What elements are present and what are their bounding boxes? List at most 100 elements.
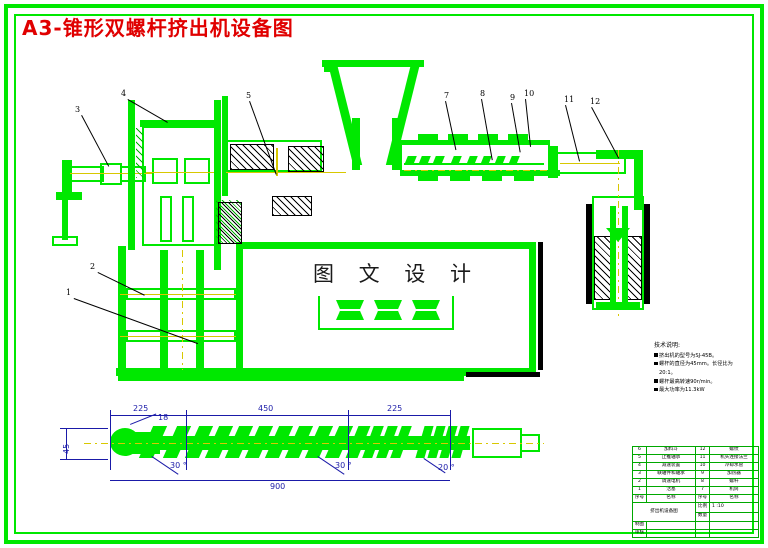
- heater-band-3: [478, 134, 498, 143]
- gear-shaft-lower: [160, 196, 172, 242]
- callout-7: 7: [444, 91, 450, 100]
- part-name-left: 活塞: [646, 486, 696, 495]
- dim-dia-top: [60, 428, 108, 429]
- angle-2: 30 °: [335, 461, 352, 470]
- part-no-left: 2: [632, 478, 647, 487]
- dim-900-total: 900: [270, 482, 286, 491]
- hopper-neck-left: [352, 118, 360, 170]
- barrel-axis-line: [226, 172, 346, 173]
- header-name-right: 名称: [709, 494, 759, 503]
- dim-dia-line: [66, 428, 67, 460]
- frame-corner-hatch-2: [218, 202, 242, 244]
- dim-ext-left: [110, 410, 111, 470]
- parts-row: 2 调速电机 8 螺杆: [632, 478, 759, 487]
- die-elbow-right: [634, 150, 643, 210]
- dim-dia-bot: [60, 459, 108, 460]
- motor-foot: [52, 236, 78, 246]
- die-pipe-centerline: [560, 163, 620, 164]
- motor-base: [56, 192, 82, 200]
- watermark-block-2b: [374, 311, 402, 320]
- base-column-mid2: [196, 250, 204, 370]
- watermark-text: 图 文 设 计: [313, 262, 481, 286]
- dim-225-right: 225: [387, 404, 403, 413]
- gearbox-housing: [142, 126, 216, 246]
- part-no-right: 11: [695, 454, 710, 463]
- screw-root-line: [404, 163, 544, 165]
- gearbox-wall-hatch: [136, 128, 143, 178]
- dim-line-450: [187, 415, 348, 416]
- barrel-end-flange: [548, 146, 558, 178]
- callout-11: 11: [564, 95, 575, 104]
- feed-throat-hatch-right: [288, 146, 324, 172]
- angle-1: 30 °: [170, 461, 187, 470]
- frame-base-plate: [118, 376, 464, 381]
- frame-left-post: [236, 242, 243, 372]
- heater-band-6: [450, 173, 470, 181]
- die-elbow-top: [596, 150, 642, 159]
- part-name-left: 加料斗: [646, 446, 696, 455]
- drawing-name-row: 挤出机设备图 比例 1 :10: [632, 502, 759, 522]
- part-no-right: 8: [695, 478, 710, 487]
- base-centerline: [182, 250, 183, 370]
- part-name-right: 加热器: [709, 470, 759, 479]
- signature-row: 制图: [632, 521, 759, 530]
- tech-note-item: 螺杆的直径为45mm。长径比为20:1。: [654, 360, 746, 377]
- barrel-shell-top: [400, 140, 550, 145]
- tech-note-item: 最大功率为11.3kW: [654, 386, 746, 395]
- motor-body: [62, 160, 72, 194]
- header-no-right: 序号: [695, 494, 710, 503]
- header-name-left: 名称: [646, 494, 696, 503]
- drive-centerline-left: [70, 173, 152, 174]
- heater-band-8: [514, 173, 534, 181]
- base-column-left: [118, 246, 126, 370]
- parts-row: 3 联轴件和轴承 9 加热器: [632, 470, 759, 479]
- die-head-outer-left: [586, 204, 592, 304]
- signature-cell-a: [695, 521, 710, 530]
- base-hline-2: [120, 336, 236, 337]
- part-no-left: 3: [632, 470, 647, 479]
- dim-ext-mid1: [186, 410, 187, 470]
- callout-1: 1: [66, 288, 72, 297]
- dim-ext-right: [450, 410, 451, 470]
- scale-value: 1 :10: [709, 502, 759, 513]
- gearbox-bearing-bore-2: [184, 158, 210, 184]
- callout-12: 12: [590, 97, 601, 106]
- watermark-block-2: [374, 300, 402, 309]
- heater-band-7: [482, 173, 502, 181]
- quantity-label: 数量: [695, 511, 710, 522]
- quantity-value: [709, 511, 759, 522]
- frame-right-post: [529, 242, 536, 372]
- feed-throat-hatch-left: [230, 144, 274, 170]
- watermark-tray: [318, 296, 454, 330]
- drawing-name: 挤出机设备图: [632, 502, 696, 522]
- watermark-block-1: [336, 300, 364, 309]
- sheet-border-outer: [4, 4, 764, 544]
- callout-10: 10: [524, 89, 535, 98]
- parts-row: 5 止推轴承 11 机头连接法兰: [632, 454, 759, 463]
- hopper-rim: [322, 60, 424, 67]
- scale-label: 比例: [695, 502, 710, 513]
- gearbox-vertical-rib: [128, 100, 135, 250]
- parts-row: 1 活塞 7 机筒: [632, 486, 759, 495]
- approval-row: 审核: [632, 529, 759, 538]
- barrel-shell-bottom: [400, 170, 560, 176]
- coupling-housing: [100, 163, 122, 185]
- part-name-right: 机筒: [709, 486, 759, 495]
- approval-cell-b: [709, 529, 759, 538]
- feed-centerline: [276, 148, 278, 176]
- die-head-outer-right: [644, 204, 650, 304]
- title-block: 6 加料斗 12 螺纹 5 止推轴承 11 机头连接法兰 4 减速装置 10 冷…: [632, 446, 759, 538]
- watermark-block-3b: [412, 311, 440, 320]
- part-no-left: 6: [632, 446, 647, 455]
- dim-line-225b: [348, 415, 450, 416]
- dim-lead-18: 18: [158, 413, 169, 422]
- part-no-right: 9: [695, 470, 710, 479]
- part-no-left: 4: [632, 462, 647, 471]
- part-no-right: 12: [695, 446, 710, 455]
- heater-band-2: [448, 134, 468, 143]
- part-name-left: 止推轴承: [646, 454, 696, 463]
- part-name-left: 联轴件和轴承: [646, 470, 696, 479]
- drawing-title: A3-锥形双螺杆挤出机设备图: [22, 16, 294, 40]
- die-connection-pipe: [556, 152, 626, 174]
- dim-225-left: 225: [133, 404, 149, 413]
